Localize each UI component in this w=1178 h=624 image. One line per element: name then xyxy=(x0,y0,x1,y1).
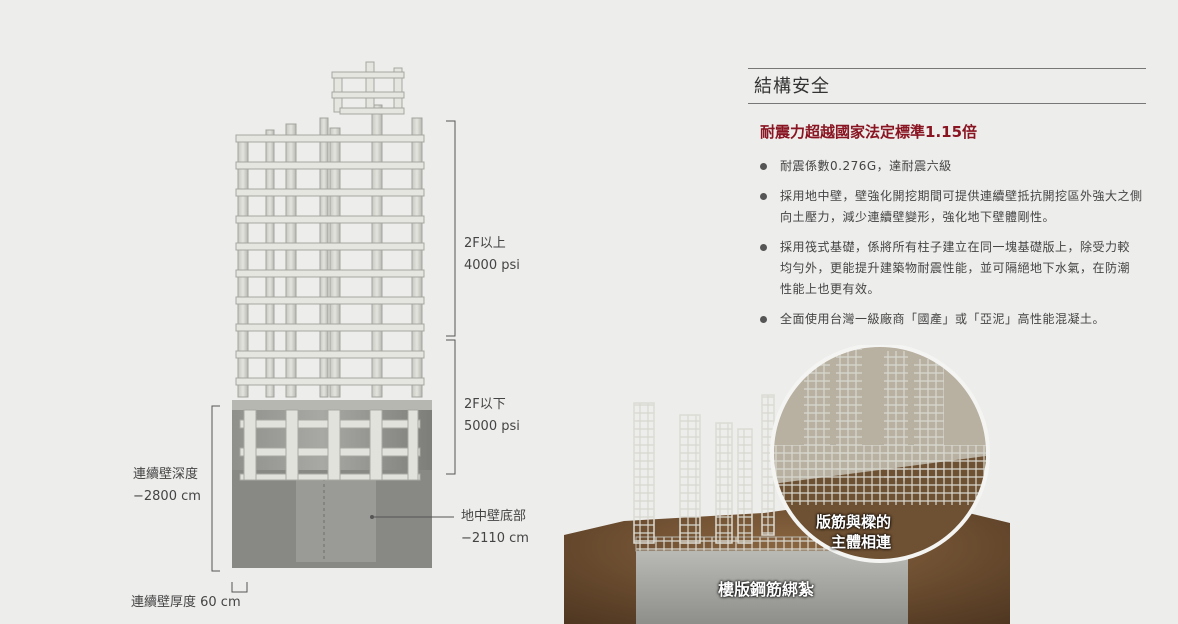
wall-bottom-name: 地中壁底部 xyxy=(461,509,527,524)
wall-bottom-marker xyxy=(370,515,374,519)
feature-item: 採用地中壁，壁強化開挖期間可提供連續壁抵抗開挖區外強大之側向土壓力，減少連續壁變… xyxy=(760,186,1150,228)
upper-floor-strength: 4000 psi xyxy=(464,258,520,273)
upper-floor-frame xyxy=(235,61,425,398)
roof-frame xyxy=(331,61,405,115)
feature-item: 全面使用台灣一級廠商「國產」或「亞泥」高性能混凝土。 xyxy=(760,309,1160,330)
rebar-columns xyxy=(633,394,775,544)
lower-floor-name: 2F以下 xyxy=(464,397,506,412)
section-subtitle: 耐震力超越國家法定標準1.15倍 xyxy=(760,123,978,141)
wall-depth-name: 連續壁深度 xyxy=(133,467,199,482)
lower-floor-strength: 5000 psi xyxy=(464,419,520,434)
photo-callout-line-2: 主體相連 xyxy=(831,533,892,551)
wall-bottom-label: 地中壁底部 −2110 cm xyxy=(461,506,529,550)
photo-caption: 樓版鋼筋綁紮 xyxy=(718,580,815,599)
wall-bottom-value: −2110 cm xyxy=(461,531,529,546)
wall-thickness-label: 連續壁厚度 60 cm xyxy=(131,595,241,610)
floor-slabs xyxy=(235,134,425,386)
photo-callout-line-1: 版筋與樑的 xyxy=(816,513,892,531)
wall-depth-value: −2800 cm xyxy=(133,489,201,504)
section-title: 結構安全 xyxy=(748,68,1146,104)
lower-floor-frame xyxy=(239,409,421,481)
rebar-foundation-photo xyxy=(564,345,1010,624)
magnifier-ring xyxy=(770,345,990,563)
photo-callout: 版筋與樑的 主體相連 xyxy=(816,512,891,552)
feature-item: 採用筏式基礎，係將所有柱子建立在同一塊基礎版上，除受力較均勻外，更能提升建築物耐… xyxy=(760,237,1140,300)
upper-floor-name: 2F以上 xyxy=(464,236,506,251)
wall-depth-label: 連續壁深度 −2800 cm xyxy=(133,464,201,508)
building-structure-illustration xyxy=(211,61,456,593)
upper-floor-label: 2F以上 4000 psi xyxy=(464,233,520,277)
lower-floor-label: 2F以下 5000 psi xyxy=(464,394,520,438)
feature-list: 耐震係數0.276G，達耐震六級 採用地中壁，壁強化開挖期間可提供連續壁抵抗開挖… xyxy=(760,156,1160,339)
dimension-brackets xyxy=(211,120,456,593)
feature-item: 耐震係數0.276G，達耐震六級 xyxy=(760,156,1140,177)
